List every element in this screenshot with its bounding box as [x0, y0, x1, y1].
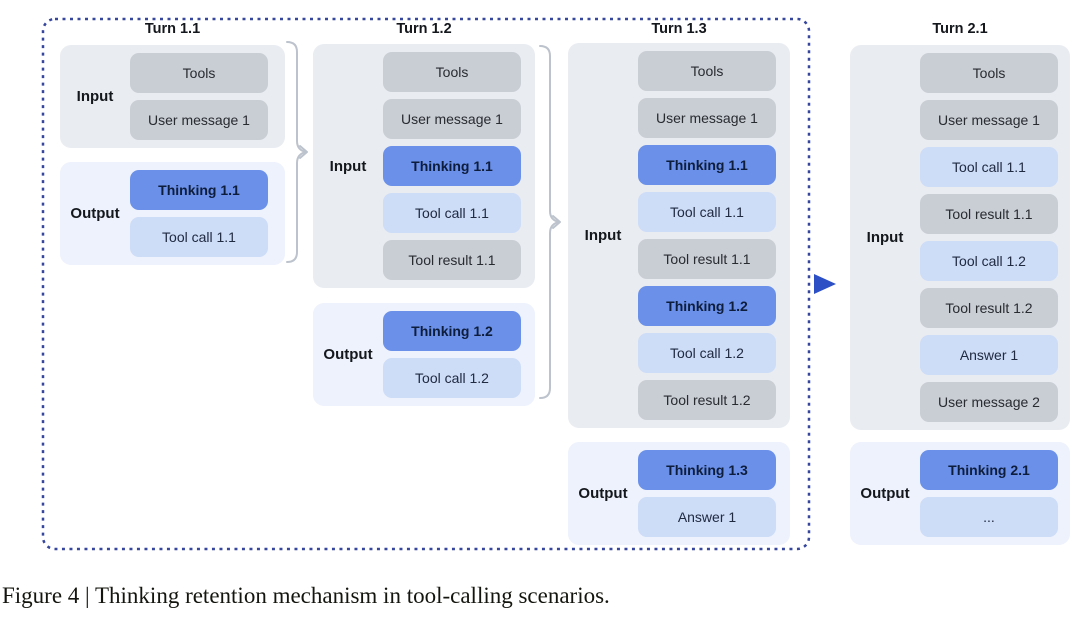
input-boxes: Tools User message 1 Thinking 1.1 Tool c…: [383, 44, 521, 288]
output-boxes: Thinking 1.1 Tool call 1.1: [130, 162, 268, 265]
output-boxes: Thinking 2.1 ...: [920, 442, 1058, 545]
diagram-box: Thinking 1.3: [638, 450, 776, 490]
diagram-box: User message 1: [638, 98, 776, 138]
input-group: Input Tools User message 1 Tool call 1.1…: [850, 45, 1070, 430]
output-label: Output: [323, 346, 373, 363]
output-group: Output Thinking 2.1 ...: [850, 442, 1070, 545]
output-boxes: Thinking 1.3 Answer 1: [638, 442, 776, 545]
input-label: Input: [76, 88, 114, 105]
turn-column-2: Turn 1.2 Input Tools User message 1 Thin…: [313, 0, 535, 634]
output-label: Output: [860, 485, 910, 502]
output-label: Output: [70, 205, 120, 222]
diagram-box: Answer 1: [638, 497, 776, 537]
merge-brace-arrowhead-icon: [299, 145, 308, 159]
diagram-box: Tool result 1.1: [383, 240, 521, 280]
diagram-box: Tool call 1.1: [638, 192, 776, 232]
diagram-box: Answer 1: [920, 335, 1058, 375]
diagram-box: User message 1: [920, 100, 1058, 140]
diagram-box: Tool call 1.1: [130, 217, 268, 257]
input-boxes: Tools User message 1 Tool call 1.1 Tool …: [920, 45, 1058, 430]
input-label: Input: [329, 157, 367, 175]
column-title: Turn 2.1: [932, 21, 988, 37]
diagram-box: Tool call 1.2: [638, 333, 776, 373]
input-boxes: Tools User message 1 Thinking 1.1 Tool c…: [638, 43, 776, 428]
diagram-box: Tool call 1.1: [383, 193, 521, 233]
diagram-box: User message 1: [130, 100, 268, 140]
diagram-box: Tool call 1.2: [920, 241, 1058, 281]
merge-brace-turn2-to-turn3-icon: [539, 45, 560, 399]
input-label: Input: [866, 229, 904, 246]
diagram-box: Tool result 1.2: [638, 380, 776, 420]
next-turn-arrow-icon: [814, 274, 836, 294]
turn-column-1: Turn 1.1 Input Tools User message 1 Outp…: [60, 0, 285, 634]
turn-column-4: Turn 2.1 Input Tools User message 1 Tool…: [850, 0, 1070, 634]
diagram-box: Tools: [638, 51, 776, 91]
merge-brace-arrowhead-icon: [552, 215, 561, 229]
output-group: Output Thinking 1.2 Tool call 1.2: [313, 303, 535, 406]
input-label: Input: [584, 227, 622, 244]
diagram-box: Tool result 1.1: [638, 239, 776, 279]
output-group: Output Thinking 1.1 Tool call 1.1: [60, 162, 285, 265]
diagram-box: User message 2: [920, 382, 1058, 422]
turn-column-3: Turn 1.3 Input Tools User message 1 Thin…: [568, 0, 790, 634]
diagram-box: Thinking 1.2: [383, 311, 521, 351]
diagram-box: Tool call 1.2: [383, 358, 521, 398]
column-title: Turn 1.1: [144, 21, 201, 37]
input-group: Input Tools User message 1 Thinking 1.1 …: [313, 44, 535, 288]
diagram-box: Thinking 1.2: [638, 286, 776, 326]
input-group: Input Tools User message 1: [60, 45, 285, 148]
figure-caption: Figure 4 | Thinking retention mechanism …: [2, 583, 610, 608]
merge-brace-turn1-to-turn2-icon: [286, 41, 307, 263]
output-boxes: Thinking 1.2 Tool call 1.2: [383, 303, 521, 406]
diagram-box: User message 1: [383, 99, 521, 139]
diagram-box: Tool result 1.2: [920, 288, 1058, 328]
diagram-box: Thinking 1.1: [638, 145, 776, 185]
diagram-box: Thinking 1.1: [383, 146, 521, 186]
input-group: Input Tools User message 1 Thinking 1.1 …: [568, 43, 790, 428]
diagram-box: Tools: [920, 53, 1058, 93]
column-title: Turn 1.3: [651, 21, 707, 37]
diagram-box: Tools: [130, 53, 268, 93]
diagram-box: Thinking 2.1: [920, 450, 1058, 490]
output-group: Output Thinking 1.3 Answer 1: [568, 442, 790, 545]
diagram-box: Thinking 1.1: [130, 170, 268, 210]
diagram-box: Tool result 1.1: [920, 194, 1058, 234]
column-title: Turn 1.2: [396, 21, 452, 37]
diagram-box: Tools: [383, 52, 521, 92]
input-boxes: Tools User message 1: [130, 45, 268, 148]
diagram-box: ...: [920, 497, 1058, 537]
output-label: Output: [578, 485, 628, 502]
diagram-box: Tool call 1.1: [920, 147, 1058, 187]
